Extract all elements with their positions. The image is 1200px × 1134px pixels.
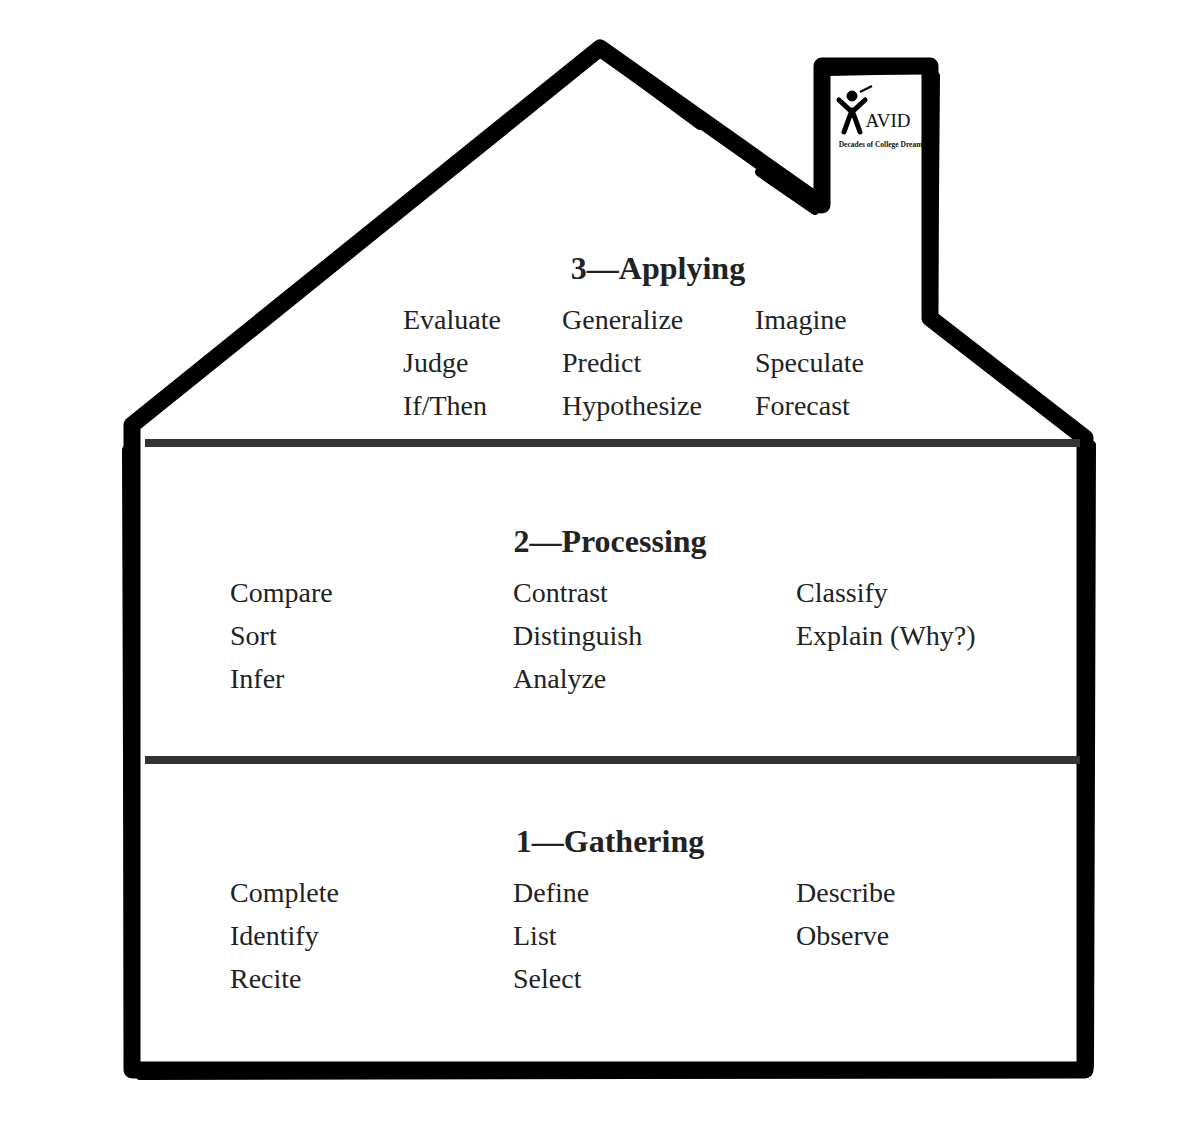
floor-divider — [145, 756, 1080, 764]
thinking-verb: List — [513, 919, 557, 953]
thinking-verb: Complete — [230, 876, 339, 910]
level-band: 3—ApplyingEvaluate Generalize ImagineJudge… — [150, 230, 1080, 435]
thinking-verb: Select — [513, 962, 581, 996]
thinking-verb: Hypothesize — [562, 389, 702, 423]
thinking-verb: Evaluate — [403, 303, 501, 337]
house-rough-edge — [126, 54, 1092, 1076]
thinking-verb: Observe — [796, 919, 889, 953]
thinking-verb: Classify — [796, 576, 888, 610]
house-stroke — [132, 48, 1085, 1070]
thinking-verb: Distinguish — [513, 619, 642, 653]
level-heading: 1—Gathering — [516, 822, 704, 860]
floor-divider — [145, 439, 1080, 447]
thinking-verb: Compare — [230, 576, 333, 610]
thinking-verb: Imagine — [755, 303, 847, 337]
thinking-verb: Recite — [230, 962, 302, 996]
thinking-verb: Speculate — [755, 346, 864, 380]
thinking-verb: Analyze — [513, 662, 606, 696]
thinking-verb: Infer — [230, 662, 284, 696]
roof-rough-edge — [612, 60, 1082, 434]
thinking-verb: Describe — [796, 876, 896, 910]
level-heading: 2—Processing — [513, 522, 706, 560]
level-band: 1—GatheringComplete Define DescribeIdentif… — [150, 768, 1080, 1063]
thinking-verb: Judge — [403, 346, 468, 380]
thinking-verb: Define — [513, 876, 589, 910]
thinking-verb: Predict — [562, 346, 641, 380]
logo-tagline: Decades of College Dreams — [839, 141, 926, 149]
thinking-verb: Generalize — [562, 303, 683, 337]
thinking-verb: Sort — [230, 619, 277, 653]
thinking-verb: Explain (Why?) — [796, 619, 976, 653]
level-band: 2—ProcessingCompare Contrast ClassifySort D… — [150, 450, 1080, 755]
thinking-verb: If/Then — [403, 389, 487, 423]
thinking-verb: Forecast — [755, 389, 850, 423]
level-heading: 3—Applying — [571, 249, 745, 287]
thinking-verb: Contrast — [513, 576, 608, 610]
logo-wordmark: AVID — [865, 111, 910, 132]
thinking-verb: Identify — [230, 919, 319, 953]
